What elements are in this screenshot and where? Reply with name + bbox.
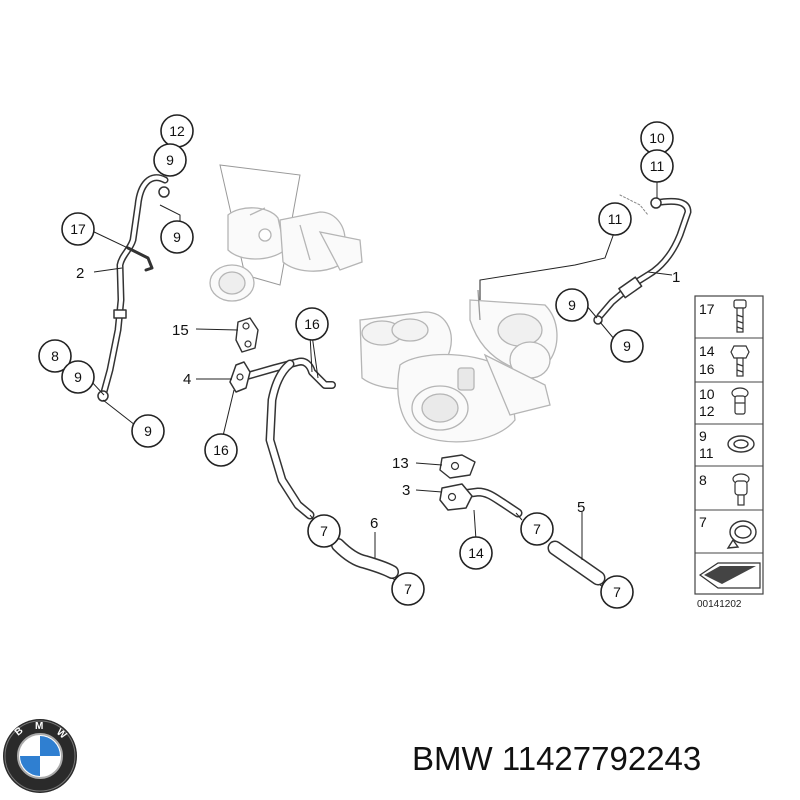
callout-9-right-a: 9 bbox=[555, 288, 589, 322]
svg-text:8: 8 bbox=[51, 348, 59, 364]
label-3: 3 bbox=[402, 482, 410, 499]
plain-labels: 1 2 3 4 5 6 13 15 bbox=[76, 265, 680, 532]
turbocharger-left bbox=[209, 164, 363, 302]
svg-text:9: 9 bbox=[166, 152, 174, 168]
callout-14: 14 bbox=[459, 536, 493, 570]
svg-text:7: 7 bbox=[533, 521, 541, 537]
callout-9-top: 9 bbox=[153, 143, 187, 177]
logo-letter-m: M bbox=[35, 721, 43, 732]
svg-text:10: 10 bbox=[649, 130, 665, 146]
svg-text:11: 11 bbox=[608, 211, 623, 227]
label-13: 13 bbox=[392, 455, 409, 472]
parts-legend: 17 14 16 10 12 9 11 8 7 bbox=[694, 295, 764, 610]
svg-text:11: 11 bbox=[650, 158, 665, 174]
svg-text:7: 7 bbox=[613, 584, 621, 600]
legend-row-4-num-b: 11 bbox=[699, 445, 714, 461]
callout-10: 10 bbox=[640, 121, 674, 155]
callout-9-right-b: 9 bbox=[610, 329, 644, 363]
svg-text:14: 14 bbox=[468, 545, 484, 561]
pipes bbox=[97, 174, 692, 586]
legend-row-4-num-a: 9 bbox=[699, 428, 707, 444]
svg-text:7: 7 bbox=[404, 581, 412, 597]
washer-icon bbox=[727, 435, 755, 453]
svg-text:9: 9 bbox=[144, 423, 152, 439]
label-1: 1 bbox=[672, 269, 680, 286]
svg-text:16: 16 bbox=[304, 316, 320, 332]
callout-16-mid: 16 bbox=[295, 307, 329, 341]
banjo-bolt-icon bbox=[731, 387, 749, 415]
label-6: 6 bbox=[370, 515, 378, 532]
label-15: 15 bbox=[172, 322, 189, 339]
callout-9-bottom: 9 bbox=[131, 414, 165, 448]
svg-text:9: 9 bbox=[623, 338, 631, 354]
legend-row-1-num: 17 bbox=[699, 301, 715, 317]
svg-text:9: 9 bbox=[74, 369, 82, 385]
callout-7-a: 7 bbox=[307, 514, 341, 548]
legend-part-code: 00141202 bbox=[697, 599, 742, 610]
svg-text:9: 9 bbox=[173, 229, 181, 245]
callout-7-d: 7 bbox=[600, 575, 634, 609]
hex-bolt-icon bbox=[730, 345, 750, 377]
callout-9-bracket: 9 bbox=[160, 220, 194, 254]
svg-text:16: 16 bbox=[213, 442, 229, 458]
callout-11-a: 11 bbox=[640, 149, 674, 183]
part-number-title: BMW 11427792243 bbox=[412, 740, 702, 777]
label-5: 5 bbox=[577, 499, 585, 516]
hose-clamp-icon bbox=[726, 520, 757, 549]
label-2: 2 bbox=[76, 265, 84, 282]
svg-text:12: 12 bbox=[169, 123, 185, 139]
gasket-15 bbox=[235, 317, 259, 353]
label-4: 4 bbox=[183, 371, 191, 388]
callout-9-left: 9 bbox=[61, 360, 95, 394]
stud-icon bbox=[732, 473, 750, 506]
legend-row-3-num-a: 10 bbox=[699, 386, 715, 402]
legend-row-2-num-b: 16 bbox=[699, 361, 715, 377]
svg-text:9: 9 bbox=[568, 297, 576, 313]
callout-7-b: 7 bbox=[391, 572, 425, 606]
legend-row-5-num: 8 bbox=[699, 472, 707, 488]
legend-row-2-num-a: 14 bbox=[699, 343, 715, 359]
svg-text:7: 7 bbox=[320, 523, 328, 539]
callout-11-b: 11 bbox=[598, 202, 632, 236]
direction-arrow-icon bbox=[698, 562, 761, 589]
legend-row-3-num-b: 12 bbox=[699, 403, 715, 419]
callout-8: 8 bbox=[38, 339, 72, 373]
callout-16-low: 16 bbox=[204, 433, 238, 467]
turbocharger-center bbox=[359, 289, 558, 443]
callout-12-top: 12 bbox=[160, 114, 194, 148]
callouts: 12 9 9 17 8 9 9 16 16 10 11 11 9 9 7 7 7… bbox=[38, 114, 674, 609]
callout-17: 17 bbox=[61, 212, 95, 246]
legend-row-6-num: 7 bbox=[699, 514, 707, 530]
callout-7-c: 7 bbox=[520, 512, 554, 546]
bmw-logo-icon: B M W bbox=[3, 719, 77, 793]
svg-text:17: 17 bbox=[70, 221, 86, 237]
bolt-small-icon bbox=[733, 299, 747, 333]
